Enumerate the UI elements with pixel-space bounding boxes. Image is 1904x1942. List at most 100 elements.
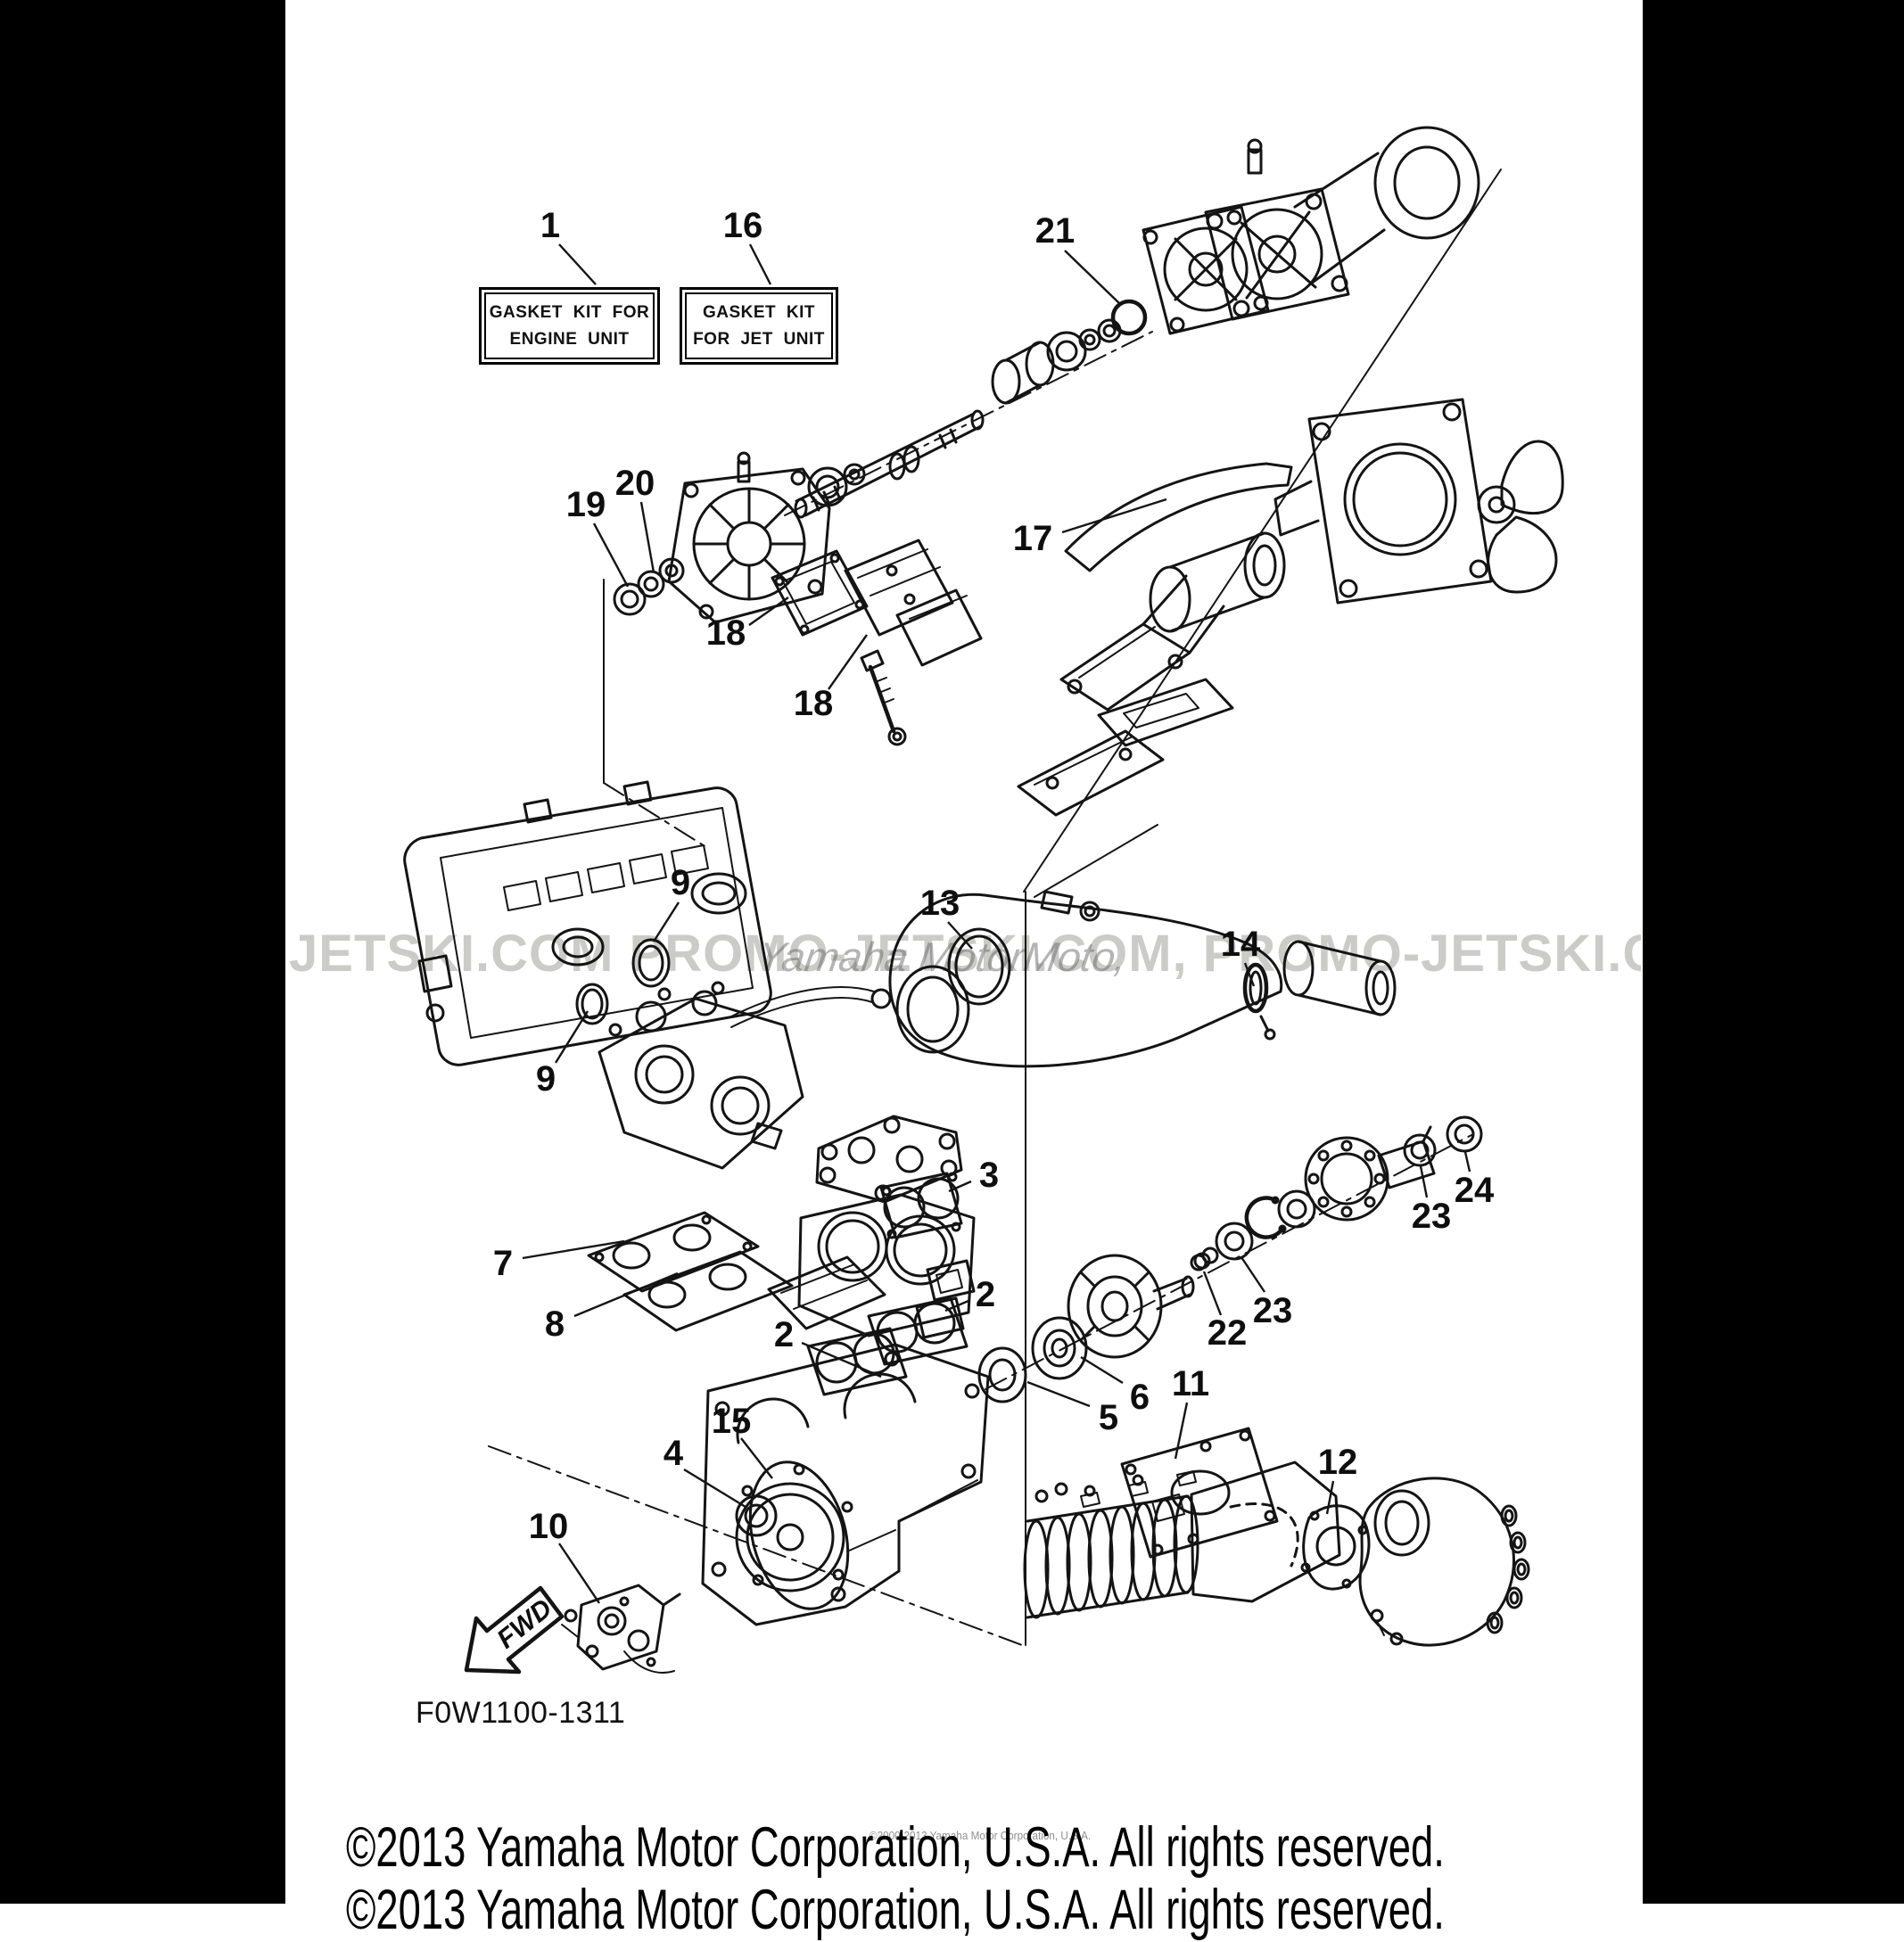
callout-number: 24	[1455, 1171, 1495, 1210]
kit-box-line: FOR JET UNIT	[693, 329, 825, 349]
drive-shaft-and-bearing-chain	[794, 299, 1148, 519]
callout-number: 3	[979, 1156, 999, 1195]
kit-box-line: ENGINE UNIT	[509, 329, 630, 349]
ride-plate-strip-17	[1064, 462, 1293, 572]
callout-leader-line	[1174, 1402, 1189, 1460]
callout-number: 9	[671, 863, 690, 902]
callout-number: 6	[1130, 1378, 1150, 1417]
callout-leader-line	[944, 1299, 969, 1312]
hose-clamp-14	[1242, 962, 1269, 1014]
coupler-and-bearing-group	[977, 1115, 1483, 1403]
oil-seal-4	[735, 1494, 778, 1537]
callout-number: 11	[1172, 1364, 1209, 1403]
callout-number: 21	[1035, 211, 1076, 251]
callout-leader-line	[573, 1271, 679, 1318]
callout-leader-line	[522, 1239, 625, 1260]
callout-leader-line	[1061, 498, 1167, 534]
callout-number: 7	[493, 1244, 513, 1283]
intake-o-rings-9	[575, 938, 671, 1025]
callout-leader-line	[1243, 962, 1256, 987]
callout-leader-line	[947, 921, 973, 950]
seals-19-20	[613, 557, 685, 616]
transom-plate-and-impeller	[1017, 398, 1564, 817]
callout-leader-line	[748, 597, 789, 626]
kit-box-line: GASKET KIT FOR	[489, 303, 650, 323]
seal-5	[977, 1346, 1027, 1403]
callout-leader-line	[1026, 1380, 1091, 1408]
carburetor-assembly	[598, 981, 892, 1170]
copyright-line-clipped: ©2013 Yamaha Motor Corporation, U.S.A. A…	[346, 1879, 1445, 1941]
kit-box-line: GASKET KIT	[702, 303, 816, 323]
base-gasket-2b	[806, 1327, 908, 1396]
small-print-watermark: ©2000-2013 Yamaha Motor Corporation, U.S…	[870, 1829, 1092, 1842]
callout-number: 12	[1318, 1443, 1358, 1482]
callout-number: 13	[920, 884, 960, 923]
fwd-direction-arrow: FWD	[464, 1585, 565, 1675]
diagram-part-code: F0W1100-1311	[416, 1696, 626, 1730]
callout-number: 18	[794, 684, 834, 723]
callout-leader-line	[554, 1010, 589, 1064]
callout-number: 23	[1253, 1291, 1293, 1330]
callout-number: 15	[712, 1402, 752, 1441]
seal-24	[1446, 1115, 1483, 1153]
bearing-23b	[1403, 1133, 1437, 1167]
callout-number: 16	[723, 206, 763, 245]
callout-leader-line	[639, 501, 655, 573]
callout-leader-line	[683, 1468, 746, 1509]
callout-leader-line	[1240, 1256, 1265, 1293]
seal-6	[1031, 1316, 1088, 1380]
jet-pump-nozzle-assembly	[1142, 126, 1480, 335]
o-ring-21	[1110, 299, 1148, 336]
callout-number: 1	[540, 206, 560, 245]
callout-leader-line	[558, 1543, 600, 1604]
callout-number: 4	[664, 1434, 684, 1473]
callout-number: 17	[1013, 519, 1053, 558]
callout-leader-line	[828, 634, 868, 690]
callout-number: 2	[976, 1275, 995, 1314]
right-black-margin-bar	[1643, 0, 1904, 1904]
callout-leader-line	[1202, 1271, 1223, 1316]
callout-leader-line	[1325, 1480, 1335, 1515]
callout-leader-line	[748, 243, 772, 285]
air-filter-box	[403, 780, 772, 1066]
bearing-housing	[667, 451, 831, 624]
callout-number: 18	[706, 613, 746, 653]
callout-number: 8	[545, 1304, 565, 1344]
callout-leader-line	[740, 1437, 773, 1479]
callout-leader-line	[1419, 1165, 1429, 1198]
gasket-and-reed-valve-18	[771, 539, 983, 746]
callout-leader-line	[1463, 1151, 1471, 1173]
muffler-and-flex-hose	[1023, 1461, 1341, 1619]
copyright-line: ©2013 Yamaha Motor Corporation, U.S.A. A…	[346, 1816, 1445, 1879]
callout-leader-line	[801, 1341, 882, 1378]
callout-leader-line	[558, 243, 597, 285]
callout-number: 20	[615, 464, 655, 503]
callout-number: 5	[1099, 1398, 1118, 1437]
left-black-margin-bar	[0, 0, 285, 1904]
exhaust-gasket-13	[947, 927, 1011, 1006]
callout-leader-line	[1080, 1355, 1124, 1385]
callout-leader-line	[592, 523, 630, 588]
callout-leader-line	[652, 901, 680, 942]
exhaust-outer-gasket-11	[1120, 1427, 1279, 1559]
crankcase-gasket-15	[748, 1461, 850, 1610]
intake-gaskets-7-8-and-reed-blocks	[587, 1211, 886, 1332]
callout-number: 19	[566, 485, 606, 524]
exhaust-manifold-and-gasket-12	[1300, 1477, 1530, 1647]
callout-number: 10	[529, 1507, 569, 1546]
callout-number: 23	[1412, 1197, 1452, 1236]
bearing-23	[1215, 1222, 1254, 1261]
callout-leader-line	[1064, 250, 1121, 305]
callout-number: 22	[1208, 1313, 1248, 1353]
callout-number: 9	[536, 1059, 556, 1099]
cylinder-stack	[797, 1115, 976, 1396]
crankcase-assembly	[701, 1343, 990, 1626]
callout-leader-line	[948, 1180, 972, 1193]
oil-pump-10	[561, 1584, 681, 1674]
callout-number: 2	[774, 1315, 794, 1354]
gasket-kit-engine-unit-box: GASKET KIT FOR ENGINE UNIT	[479, 287, 660, 365]
gasket-kit-jet-unit-box: GASKET KIT FOR JET UNIT	[680, 287, 838, 365]
